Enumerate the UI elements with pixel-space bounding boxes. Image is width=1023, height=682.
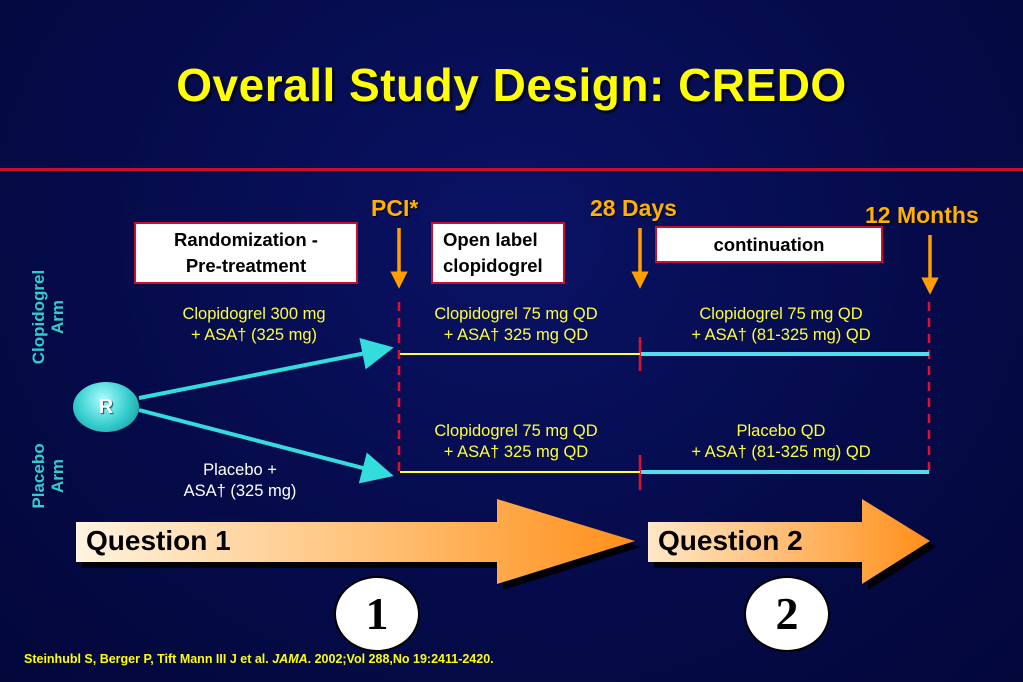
clopidogrel-pretreatment-text: Clopidogrel 300 mg + ASA† (325 mg) [144, 304, 364, 346]
clopidogrel-phase2-line1: Clopidogrel 75 mg QD [699, 305, 863, 323]
title-divider [0, 168, 1023, 171]
citation: Steinhubl S, Berger P, Tift Mann III J e… [24, 652, 494, 666]
question1-label: Question 1 [86, 525, 231, 556]
month12-label: 12 Months [865, 202, 979, 228]
randomize-to-placebo-arrow [138, 408, 394, 484]
clopidogrel-pretreatment-line1: Clopidogrel 300 mg [182, 305, 326, 323]
clopidogrel-arm-label: Clopidogrel Arm [29, 267, 67, 367]
continuation-box: continuation [655, 226, 883, 263]
placebo-pretreatment-line1: Placebo + [203, 461, 277, 479]
placebo-pretreatment-line2: ASA† (325 mg) [183, 482, 297, 500]
randomize-to-clopidogrel-arrow [138, 337, 394, 400]
placebo-phase1-line1: Clopidogrel 75 mg QD [434, 422, 598, 440]
placebo-arm-label: Placebo Arm [29, 436, 67, 516]
randomization-box-line1: Randomization - [174, 229, 318, 250]
pci-label: PCI* [371, 195, 419, 221]
clopidogrel-arm-label-line2: Arm [48, 300, 67, 335]
question2-number: 2 [744, 576, 830, 652]
citation-authors: Steinhubl S, Berger P, Tift Mann III J e… [24, 652, 269, 666]
placebo-phase2-line2: + ASA† (81-325 mg) QD [691, 443, 871, 461]
randomize-node: R [73, 382, 139, 432]
question1-arrow [76, 499, 635, 584]
placebo-pretreatment-text: Placebo + ASA† (325 mg) [150, 460, 330, 502]
clopidogrel-phase1-line2: + ASA† 325 mg QD [443, 326, 589, 344]
page-title: Overall Study Design: CREDO [176, 59, 847, 111]
citation-details: . 2002;Vol 288,No 19:2411-2420. [307, 652, 494, 666]
randomization-box-line2: Pre-treatment [185, 255, 307, 276]
placebo-phase1-line2: + ASA† 325 mg QD [443, 443, 589, 461]
open-label-box: Open label clopidogrel [431, 222, 565, 284]
open-label-box-line1: Open label [443, 229, 538, 250]
clopidogrel-pretreatment-line2: + ASA† (325 mg) [190, 326, 318, 344]
placebo-phase1-text: Clopidogrel 75 mg QD + ASA† 325 mg QD [405, 421, 627, 463]
open-label-box-line2: clopidogrel [443, 255, 543, 276]
citation-journal: JAMA [272, 652, 308, 666]
placebo-arm-label-line2: Arm [48, 459, 67, 494]
randomization-box: Randomization - Pre-treatment [134, 222, 358, 284]
placebo-phase2-line1: Placebo QD [736, 422, 826, 440]
day28-label: 28 Days [590, 195, 677, 221]
clopidogrel-phase2-line2: + ASA† (81-325 mg) QD [691, 326, 871, 344]
clopidogrel-arm-label-line1: Clopidogrel [29, 269, 48, 365]
placebo-arm-label-line1: Placebo [29, 443, 48, 509]
question1-number: 1 [334, 576, 420, 652]
clopidogrel-phase1-line1: Clopidogrel 75 mg QD [434, 305, 598, 323]
continuation-box-label: continuation [713, 234, 825, 255]
question2-label: Question 2 [658, 525, 803, 556]
clopidogrel-phase2-text: Clopidogrel 75 mg QD + ASA† (81-325 mg) … [655, 304, 907, 346]
question2-arrow [648, 499, 930, 584]
placebo-phase2-text: Placebo QD + ASA† (81-325 mg) QD [655, 421, 907, 463]
clopidogrel-phase1-text: Clopidogrel 75 mg QD + ASA† 325 mg QD [405, 304, 627, 346]
